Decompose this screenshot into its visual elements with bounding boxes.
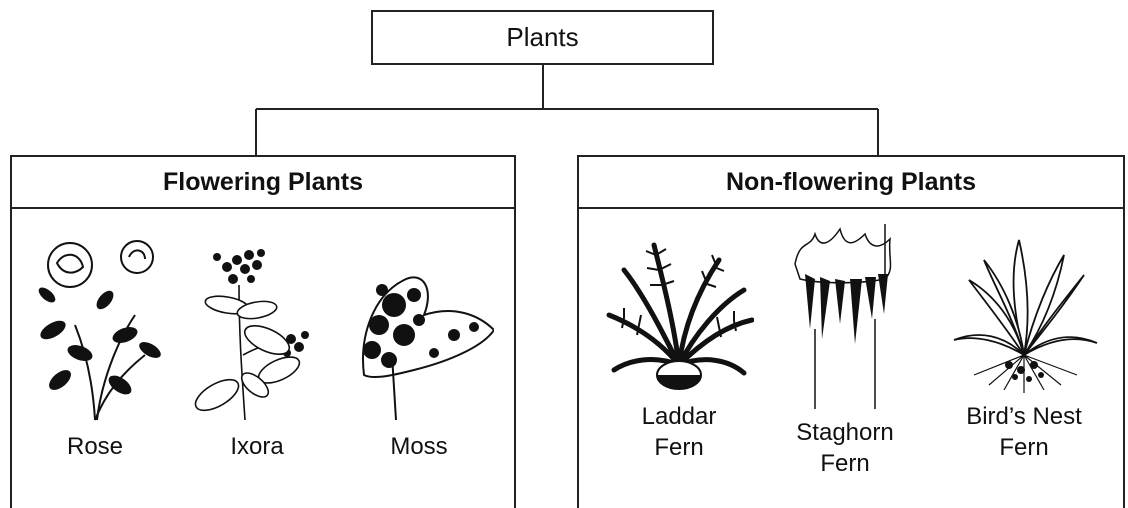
staghorn-fern-icon — [780, 219, 910, 411]
rose-icon — [25, 235, 165, 425]
root-node-plants: Plants — [371, 10, 714, 65]
plant-label: Staghorn Fern — [765, 417, 925, 479]
plant-birds-nest-fern: Bird’s Nest Fern — [929, 235, 1119, 463]
birds-nest-fern-icon — [949, 235, 1099, 395]
plant-ixora: Ixora — [182, 235, 332, 462]
non-flowering-plants-heading: Non-flowering Plants — [579, 157, 1123, 209]
flowering-plants-panel: Flowering Plants — [10, 155, 516, 508]
ladder-fern-icon — [604, 235, 754, 395]
plant-label: Ixora — [182, 431, 332, 462]
plant-label: Bird’s Nest Fern — [929, 401, 1119, 463]
flowering-plants-heading: Flowering Plants — [12, 157, 514, 209]
plant-rose: Rose — [20, 235, 170, 462]
ixora-icon — [187, 235, 327, 425]
plant-staghorn-fern: Staghorn Fern — [765, 219, 925, 479]
moss-icon — [344, 235, 494, 425]
plant-ladder-fern: Laddar Fern — [599, 235, 759, 463]
plant-moss: Moss — [344, 235, 494, 462]
plant-label: Moss — [344, 431, 494, 462]
plant-label: Rose — [20, 431, 170, 462]
plant-label: Laddar Fern — [599, 401, 759, 463]
root-node-label: Plants — [506, 22, 578, 53]
non-flowering-plants-panel: Non-flowering Plants L — [577, 155, 1125, 508]
